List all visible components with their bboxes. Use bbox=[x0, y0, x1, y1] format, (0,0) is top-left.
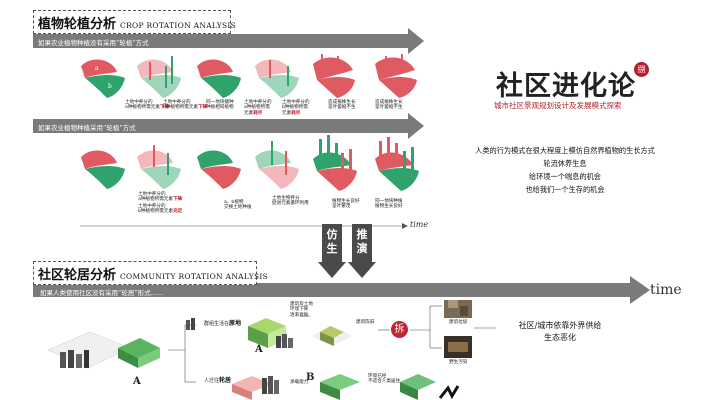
quote-block: 人类的行为模式在很大程度上模仿自然界植物的生长方式 轮流休养生息 给环境一个喘息… bbox=[460, 144, 670, 196]
row2-diagram-1 bbox=[81, 150, 125, 189]
row2-caption-3: a、b植物交换土地种植 bbox=[224, 200, 252, 211]
arrow-label-deduce: 推演 bbox=[356, 228, 368, 255]
branch-bottom-caption: 人迁往轮居 bbox=[204, 377, 232, 384]
bionic-arrows bbox=[318, 224, 376, 278]
arrow-label-bionic: 仿生 bbox=[326, 228, 338, 255]
quote-line-3: 给环境一个喘息的机会 bbox=[529, 172, 601, 181]
block-mid-bottom bbox=[232, 376, 279, 400]
row2-caption-6: 同一地块种植植物生长良好 bbox=[375, 199, 403, 210]
community-title-box bbox=[33, 261, 257, 285]
row1-label: 如果农业植物种植没有采用“轮植”方式 bbox=[38, 39, 149, 47]
row2-diagram-4 bbox=[255, 141, 299, 189]
block-right-bottom bbox=[320, 374, 436, 400]
community-illustration bbox=[47, 300, 496, 400]
community-row-label: 如果人类使用社区没有采用“轮居”形式...... bbox=[40, 289, 164, 297]
page-subtitle: 城市社区景观规划设计及发展模式探索 bbox=[494, 101, 622, 110]
row2-diagram-3 bbox=[197, 150, 241, 189]
mid-top-caption: 建筑及土地环境下降逐渐衰败 bbox=[290, 302, 313, 318]
crop-title-cn: 植物轮植分析 bbox=[38, 17, 117, 32]
row2-arrow bbox=[33, 113, 424, 139]
row1-diagram-2 bbox=[137, 56, 181, 98]
letter-a2: A bbox=[255, 344, 263, 355]
community-time-label: time bbox=[650, 282, 682, 298]
block-mid-top bbox=[248, 318, 293, 348]
row1-caption-7: 造成植株生长茎叶萎缩不生 bbox=[375, 100, 403, 111]
community-conclusion: 社区/城市依靠外界供给 生态恶化 bbox=[500, 320, 620, 344]
crop-title-en: CROP ROTATION ANALYSIS bbox=[120, 21, 237, 30]
quote-line-1: 人类的行为模式在很大程度上模仿自然界植物的生长方式 bbox=[475, 146, 655, 155]
conclusion-line-2: 生态恶化 bbox=[544, 333, 576, 342]
crop-time-arrowhead bbox=[402, 223, 408, 229]
row1-diagram-1: a b bbox=[81, 59, 125, 98]
row2-caption-5: 植物生长良好茎叶繁茂 bbox=[332, 199, 360, 210]
community-title-en: COMMUNITY ROTATION ANALYSIS bbox=[120, 272, 269, 281]
mid-bottom-caption: 承载能力 bbox=[290, 380, 309, 385]
bionic-arrow-right bbox=[348, 224, 376, 278]
crop-title-box bbox=[33, 10, 231, 34]
row2-diagram-6 bbox=[375, 137, 419, 191]
row2-caption-4: 土地生物养分促进元素循环利用 bbox=[272, 196, 309, 207]
letter-a: A bbox=[133, 376, 141, 387]
conclusion-line-1: 社区/城市依靠外界供给 bbox=[518, 321, 602, 330]
row1-diagram-5 bbox=[313, 54, 355, 98]
row1-caption-3: 同一地块播种种植相同植物 bbox=[206, 100, 234, 111]
branch-top-caption: 群组生活在原地 bbox=[204, 320, 242, 327]
right-top-caption: 建筑陈旧 bbox=[356, 320, 375, 325]
photo-top-label: 建筑垃圾 bbox=[449, 320, 468, 325]
letter-b: B bbox=[306, 372, 315, 383]
people-top bbox=[186, 318, 195, 330]
quote-line-4: 也给我们一个生存的机会 bbox=[525, 185, 605, 194]
row1-diagram-6 bbox=[375, 54, 417, 98]
crop-row2-diagrams bbox=[81, 135, 419, 191]
row2-diagram-5 bbox=[313, 135, 357, 191]
right-bottom-caption: 环境已经不适合人类居住 bbox=[368, 374, 401, 385]
page-seal: 捌 bbox=[634, 62, 649, 77]
crop-time-label: time bbox=[410, 220, 429, 229]
row2-label: 如果农业植物种植采用“轮植”方式 bbox=[38, 124, 136, 132]
row1-diagram-4 bbox=[255, 59, 299, 98]
row2-diagram-2 bbox=[137, 145, 181, 189]
demolish-seal: 拆 bbox=[391, 321, 408, 338]
svg-text:a: a bbox=[95, 65, 99, 72]
bionic-arrow-left bbox=[318, 224, 346, 278]
row1-arrow bbox=[33, 28, 424, 54]
block-a-left bbox=[47, 331, 160, 369]
row1-caption-6: 造成植株生长茎叶萎缩不生 bbox=[328, 100, 356, 111]
crop-row1-diagrams: a b bbox=[81, 54, 417, 98]
community-title-cn: 社区轮居分析 bbox=[38, 268, 117, 283]
row1-diagram-3 bbox=[197, 59, 241, 98]
quote-line-2: 轮流休养生息 bbox=[543, 159, 587, 168]
page-title: 社区进化论 bbox=[496, 71, 636, 102]
block-right-top bbox=[312, 326, 352, 346]
photo-bottom-label: 野生污染 bbox=[449, 360, 468, 365]
svg-text:b: b bbox=[108, 83, 112, 90]
